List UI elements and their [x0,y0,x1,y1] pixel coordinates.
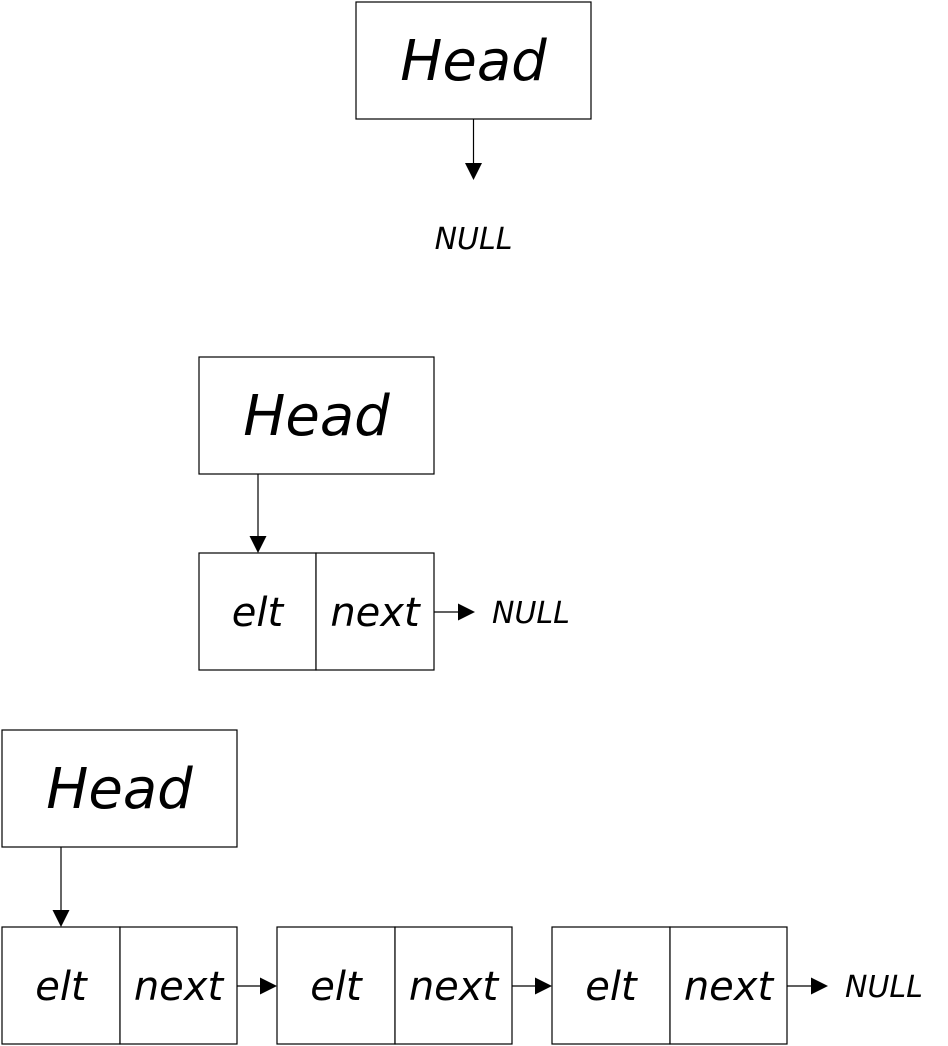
node-next-label: next [134,964,225,1010]
node-elt-label: elt [35,964,88,1010]
head-pointer-arrowhead [249,536,267,553]
node-elt-label: elt [585,964,638,1010]
list-node: elt next [1,926,238,1045]
node-next-label: next [330,590,421,636]
head-label: Head [243,384,390,449]
node-next-cell [669,926,788,1045]
node-elt-cell [551,926,671,1045]
null-label: NULL [492,596,570,631]
head-box [1,729,238,848]
head-label: Head [46,757,193,822]
head-box [198,356,435,475]
node-next-cell [394,926,513,1045]
node-elt-cell [1,926,121,1045]
list-node: elt next [551,926,788,1045]
node-elt-label: elt [310,964,363,1010]
head-box [355,1,592,120]
next-pointer-arrowhead [458,603,475,621]
next-pointer-arrowhead [260,977,277,995]
three-node-diagram: Head elt next elt next elt next [1,729,923,1045]
list-node: elt next [198,552,435,671]
next-pointer-arrowhead [535,977,552,995]
head-label: Head [400,29,547,94]
null-label: NULL [845,970,923,1005]
node-next-label: next [684,964,775,1010]
node-elt-cell [198,552,317,671]
next-pointer-arrowhead [811,977,828,995]
empty-list-diagram: Head NULL [355,1,592,257]
head-pointer-arrowhead [465,163,482,180]
single-node-diagram: Head elt next NULL [198,356,570,671]
node-next-cell [315,552,435,671]
list-node: elt next [276,926,513,1045]
node-next-label: next [409,964,500,1010]
null-label: NULL [435,222,513,257]
head-pointer-arrowhead [52,910,70,927]
node-elt-label: elt [232,590,285,636]
